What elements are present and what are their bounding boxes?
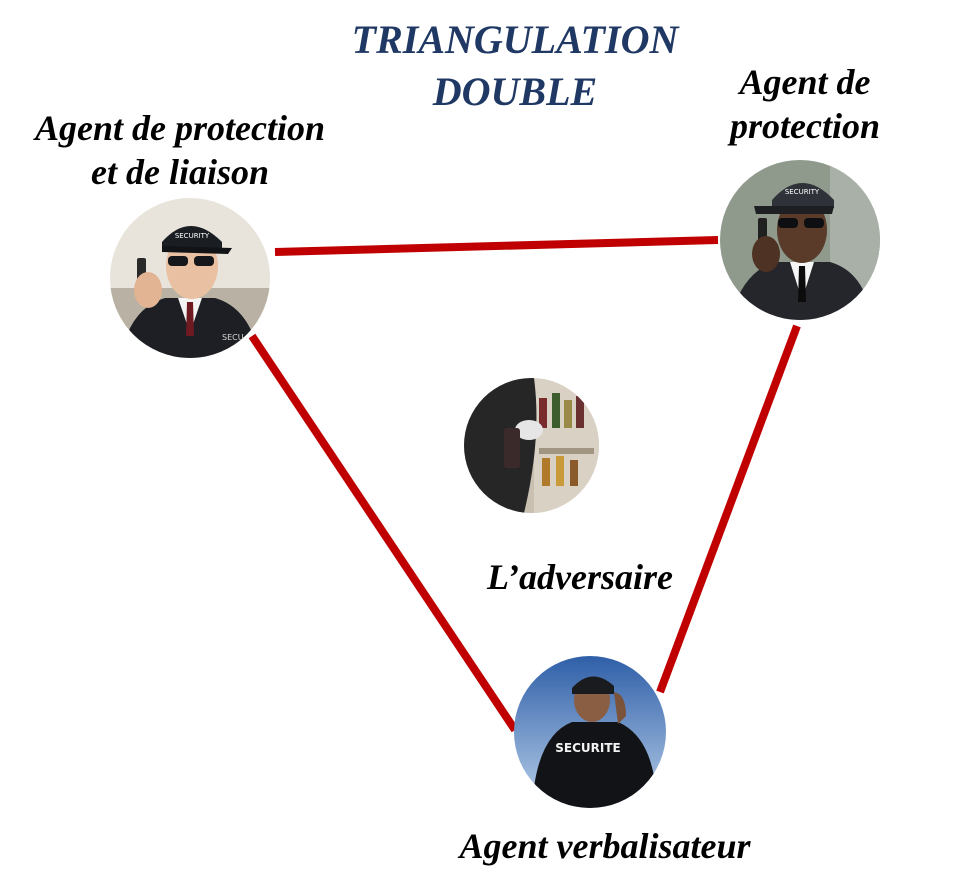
avatar-verbalisateur-agent: SECURITE [514, 656, 666, 808]
label-adversary: L’adversaire [487, 557, 673, 597]
diagram-title: TRIANGULATION DOUBLE [300, 14, 730, 118]
title-line-2: DOUBLE [432, 69, 598, 114]
jacket-text-liaison: SECU [222, 333, 244, 342]
link-liaison-verbalisateur [248, 333, 519, 733]
cap-text-protection: SECURITY [785, 188, 820, 196]
label-protection-line-1: Agent de [739, 62, 871, 102]
label-protection: Agent de protection [700, 60, 910, 148]
label-protection-line-2: protection [730, 106, 880, 146]
link-liaison-protection [274, 236, 719, 256]
cap-text-liaison: SECURITY [175, 232, 210, 240]
label-liaison: Agent de protection et de liaison [20, 106, 340, 194]
back-text-verbalisateur: SECURITE [555, 741, 620, 755]
avatar-adversary [464, 378, 599, 513]
label-liaison-line-2: et de liaison [91, 152, 269, 192]
avatar-protection-agent: SECURITY [720, 160, 880, 320]
title-line-1: TRIANGULATION [351, 17, 679, 62]
label-verbalisateur: Agent verbalisateur [459, 826, 751, 866]
avatar-liaison-agent: SECURITY SECU [110, 198, 270, 358]
label-liaison-line-1: Agent de protection [35, 108, 325, 148]
link-protection-verbalisateur [656, 324, 801, 694]
